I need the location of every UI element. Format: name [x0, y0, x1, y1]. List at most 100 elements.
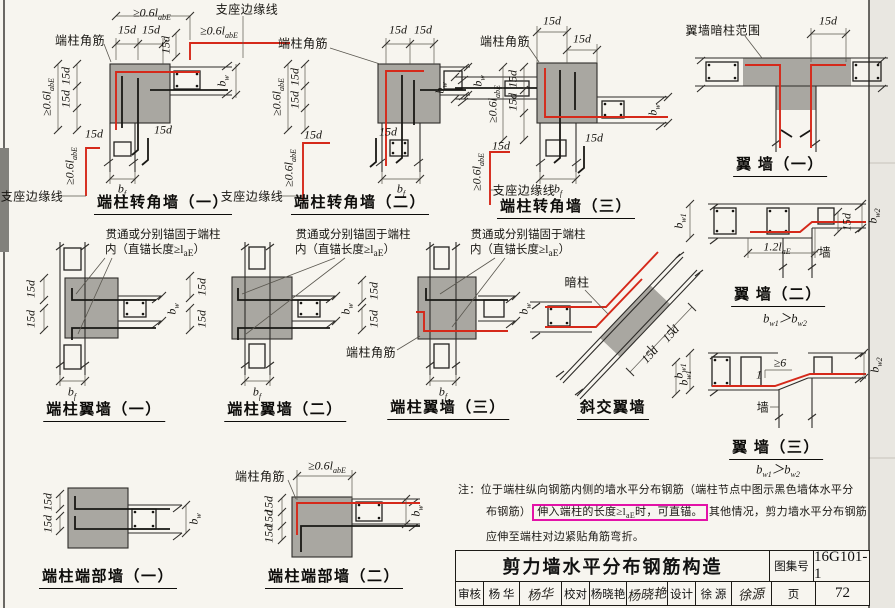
dim-15d: 15d [366, 310, 381, 328]
label-support-edge: 支座边缘线 [0, 189, 64, 204]
rebar-red [712, 373, 866, 387]
dim-15d: 15d [118, 22, 136, 37]
stirrup [547, 305, 571, 327]
dim-bw: bw [186, 513, 203, 525]
stirrup [433, 343, 450, 369]
label-support-edge: 支座边缘线 [220, 189, 284, 204]
wall-lines [109, 66, 232, 172]
dim-15d: 15d [505, 93, 520, 111]
dim-bf: bf [67, 384, 77, 401]
detail-title-4: 翼 墙（一） [733, 153, 827, 177]
dim-anchor-length: ≥0.6labE [469, 153, 486, 191]
detail-endcol-corner-wall-2 [278, 38, 473, 200]
dim-bw: bw [164, 303, 181, 315]
detail-title-7: 端柱翼墙（三） [387, 396, 509, 420]
dim-bw: bw [645, 104, 662, 116]
leader-line [278, 47, 381, 197]
wall-lines [244, 242, 336, 375]
label-corner-rebar: 端柱角筋 [479, 34, 531, 49]
leader-line [75, 257, 113, 335]
wall-lines [128, 504, 182, 534]
stirrup [711, 356, 731, 387]
concrete-fill [68, 488, 128, 548]
dim-15d: 15d [194, 278, 209, 296]
note-line-3: 应伸至端柱对边紧贴角筋弯折。 [486, 531, 645, 543]
label-anchor-note: 内（直锚长度≥laE） [104, 243, 206, 260]
dim-15d: 15d [573, 31, 591, 46]
tick-marks [625, 302, 697, 399]
tick-marks [806, 29, 851, 39]
break-marks [425, 243, 516, 369]
tick-marks [240, 275, 367, 386]
dim-anchor-length: ≥0.6labE [485, 85, 502, 123]
atlas-number-label: 图集号 [769, 551, 813, 581]
stirrup [705, 61, 739, 82]
stirrup [545, 139, 567, 157]
title-block-row-1: 剪力墙水平分布钢筋构造 图集号 16G101-1 [456, 551, 869, 582]
rebar-black [455, 70, 585, 174]
rebar-black [74, 496, 170, 530]
stirrup [389, 139, 409, 157]
concrete-fill-stem [776, 86, 816, 110]
rebar-red [115, 71, 200, 130]
stirrup [601, 100, 625, 119]
dim-15d: 15d [287, 68, 302, 86]
break-marks [531, 251, 704, 396]
dim-15d: 15d [505, 70, 520, 88]
slope-symbol [689, 353, 865, 390]
dim-15d: 15d [261, 525, 276, 543]
break-marks [103, 61, 233, 167]
stirrup [813, 356, 833, 375]
dim-15d: 15d [158, 36, 173, 54]
label-anchor-note: 内（直锚长度≥laE） [294, 243, 396, 260]
designer-signature: 徐源 [731, 582, 771, 605]
dim-bw: bw [470, 75, 487, 87]
note-line-2: 布钢筋）伸入端柱的长度≥laE时，可直锚。其他情况，剪力墙水平分布钢筋 [486, 503, 868, 521]
support-edge-cluster-top [171, 16, 290, 62]
rebar-black [121, 76, 228, 166]
wall-lines [59, 242, 162, 375]
dim-15d: 15d [389, 22, 407, 37]
break-marks [55, 243, 162, 369]
stirrup [63, 247, 82, 271]
detail-endcol-corner-wall-1 [53, 11, 241, 197]
column-outline [291, 496, 353, 558]
title-block: 剪力墙水平分布钢筋构造 图集号 16G101-1 审核 杨 华 杨华 校对 杨晓… [455, 550, 870, 606]
detail-title-2: 端柱转角墙（二） [290, 191, 430, 215]
dim-anchor-length: ≥0.6labE [308, 458, 346, 475]
rebar-red-hook [302, 142, 330, 200]
dim-bf: bf [553, 181, 563, 198]
label-hidden-column: 暗柱 [564, 275, 590, 290]
dim-15d: 15d [492, 138, 510, 153]
note-line-1: 注：位于端柱纵向钢筋内侧的墙水平分布钢筋（端柱节点中图示黑色墙体水平分 [458, 484, 854, 496]
tick-marks [685, 199, 867, 258]
label-corner-rebar: 端柱角筋 [277, 36, 329, 51]
dim-15d: 15d [819, 13, 837, 28]
concrete-fill [743, 58, 851, 86]
label-wing-hidden-column-range: 翼墙暗柱范围 [685, 23, 761, 38]
dim-slope-one: 1 [756, 367, 762, 382]
concrete-fill [292, 497, 352, 557]
detail-subtitle-10: bw1＞bw2 [756, 462, 800, 479]
detail-subtitle-9: bw1＞bw2 [763, 311, 807, 328]
rebar-red-anchor [189, 42, 290, 60]
reviewer-name: 杨 华 [483, 582, 519, 605]
dim-15d: 15d [23, 280, 38, 298]
tick-marks [450, 27, 673, 184]
label-anchor-note: 贯通或分别锚固于端柱 [295, 229, 411, 241]
dim-bf: bf [438, 384, 448, 401]
leader-line [396, 257, 506, 351]
column-outline [67, 487, 129, 549]
concrete-fill [110, 64, 170, 123]
binding-tab [0, 148, 9, 252]
label-corner-rebar: 端柱角筋 [54, 33, 106, 48]
stirrup [248, 343, 266, 369]
leader-line [287, 479, 297, 500]
break-marks [375, 63, 470, 167]
stirrup [852, 61, 882, 82]
detail-endcol-wing-wall-3 [396, 242, 521, 386]
note-line2-post: 其他情况，剪力墙水平分布钢筋 [708, 506, 868, 518]
leader-line [58, 43, 112, 197]
stirrup [173, 70, 201, 90]
tick-marks [171, 28, 181, 62]
